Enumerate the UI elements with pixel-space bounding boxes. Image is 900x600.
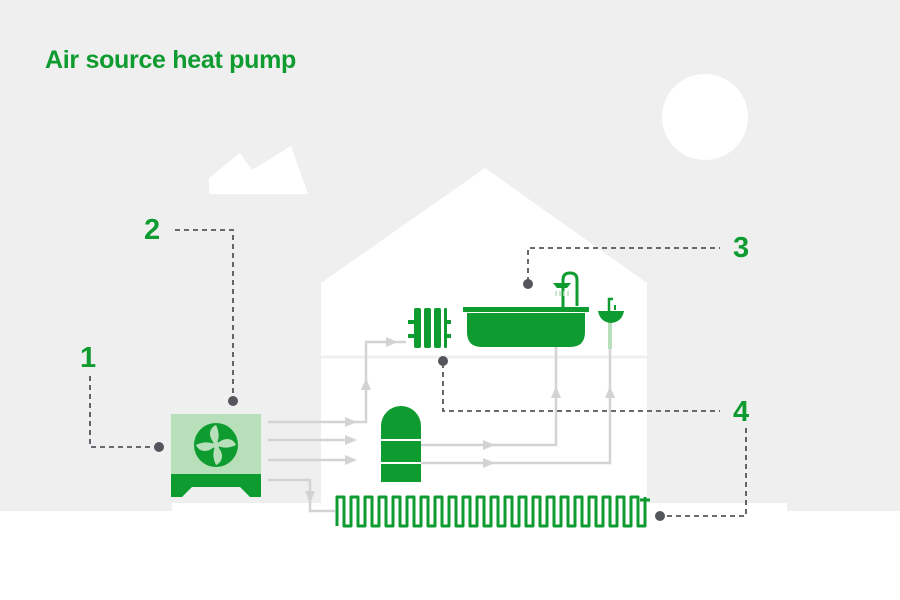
callout-number-2: 2 — [144, 214, 161, 246]
callout-number-4: 4 — [733, 396, 750, 428]
arrow-right-tank-3 — [345, 455, 357, 465]
mountains-icon — [209, 146, 308, 194]
leader-dot-4b — [655, 511, 665, 521]
arrow-right-tank-2 — [345, 435, 357, 445]
arrow-right-radiator — [386, 337, 398, 347]
leader-line-4b — [660, 428, 747, 517]
pipe-to-bath — [488, 345, 558, 447]
radiator-icon — [408, 308, 451, 348]
leader-dot-4a — [438, 356, 448, 366]
arrow-down-underfloor — [305, 491, 315, 503]
water-cylinder — [381, 406, 421, 482]
bath-icon — [463, 307, 589, 347]
arrow-up-radiator — [361, 378, 371, 390]
leader-dot-1 — [154, 442, 164, 452]
callout-number-3: 3 — [733, 232, 750, 264]
arrow-up-sink — [605, 386, 615, 398]
pipe-arrows — [305, 337, 615, 503]
ground-ledge — [172, 503, 787, 515]
heat-pump-unit — [171, 414, 261, 497]
leader-dots — [154, 279, 665, 521]
diagram-title: Air source heat pump — [45, 46, 296, 74]
leader-dot-3 — [523, 279, 533, 289]
leader-line-4 — [442, 363, 720, 412]
arrow-right-sink — [483, 458, 495, 468]
leader-dot-2 — [228, 396, 238, 406]
callout-number-1: 1 — [80, 342, 97, 374]
arrow-right-bath — [483, 440, 495, 450]
heat-pump-base — [171, 474, 261, 497]
arrow-up-bath — [551, 386, 561, 398]
sink-icon — [598, 297, 624, 349]
fan-blades — [196, 425, 236, 465]
leader-line-3 — [527, 247, 720, 282]
leader-line-2 — [175, 229, 234, 398]
cylinder-body — [381, 406, 421, 482]
leader-lines — [89, 229, 747, 517]
sun-icon — [662, 74, 748, 160]
shower-icon — [553, 271, 579, 308]
arrow-right-tank-1 — [345, 417, 357, 427]
underfloor-heating-coil — [335, 495, 650, 528]
